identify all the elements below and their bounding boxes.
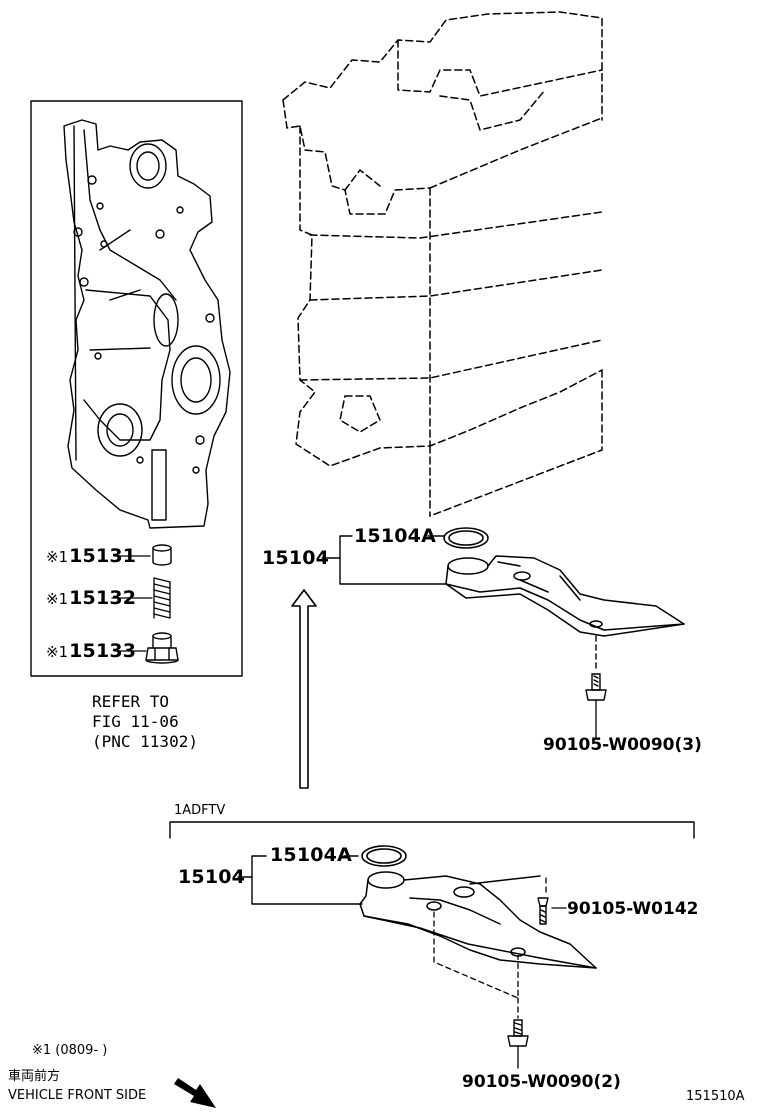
lower-guide-dashes — [433, 877, 547, 1019]
upper-strainer-drawing — [445, 555, 685, 637]
lower-gasket-drawing — [361, 845, 407, 867]
lower-bolt-b-drawing — [507, 1019, 529, 1047]
footnote-mark: ※1 — [46, 548, 69, 566]
lower-bracket-lines — [237, 855, 363, 905]
part-number-15133[interactable]: 15133 — [69, 640, 137, 662]
footnote-date-range: ※1 (0809- ) — [32, 1043, 108, 1058]
part-number-15131[interactable]: 15131 — [69, 545, 137, 567]
upper-gasket-drawing — [443, 527, 489, 549]
footnote-mark: ※1 — [46, 643, 69, 661]
part-number-15132[interactable]: 15132 — [69, 587, 137, 609]
inset-part-row-2: ※115132 — [46, 589, 136, 608]
part-15133-drawing — [145, 632, 179, 664]
variant-bracket — [169, 821, 695, 839]
inset-part-row-3: ※115133 — [46, 642, 136, 661]
inset-frame — [30, 100, 243, 677]
refer-line-1: REFER TO — [92, 692, 170, 711]
vehicle-front-jp: 車両前方 — [8, 1069, 61, 1084]
upper-bracket-lines — [321, 535, 447, 585]
direction-arrow — [291, 589, 317, 789]
figure-id: 151510A — [686, 1089, 745, 1104]
upper-part-15104a[interactable]: 15104A — [354, 525, 437, 547]
vehicle-front-en: VEHICLE FRONT SIDE — [8, 1088, 147, 1103]
upper-part-15104[interactable]: 15104 — [262, 547, 330, 569]
refer-line-2[interactable]: FIG 11-06 — [92, 712, 179, 731]
lower-bolt-a-drawing — [537, 897, 549, 925]
part-15131-drawing — [152, 544, 172, 566]
lower-bolt-90105-w0142[interactable]: 90105-W0142 — [567, 899, 699, 919]
footnote-mark: ※1 — [46, 590, 69, 608]
variant-code: 1ADFTV — [174, 803, 226, 818]
upper-bolt-90105-w0090-3[interactable]: 90105-W0090(3) — [543, 735, 702, 755]
lower-bolt-90105-w0090-2[interactable]: 90105-W0090(2) — [462, 1072, 621, 1092]
timing-cover-drawing — [63, 119, 231, 529]
upper-bolt-drawing — [585, 673, 607, 701]
refer-line-3: (PNC 11302) — [92, 732, 198, 751]
vehicle-front-arrow — [174, 1078, 216, 1108]
lower-part-15104a[interactable]: 15104A — [270, 844, 353, 866]
engine-block-outline — [282, 11, 603, 517]
lower-part-15104[interactable]: 15104 — [178, 866, 246, 888]
part-15132-drawing — [153, 577, 171, 619]
lower-strainer-drawing — [359, 871, 597, 969]
inset-part-row-1: ※115131 — [46, 547, 136, 566]
